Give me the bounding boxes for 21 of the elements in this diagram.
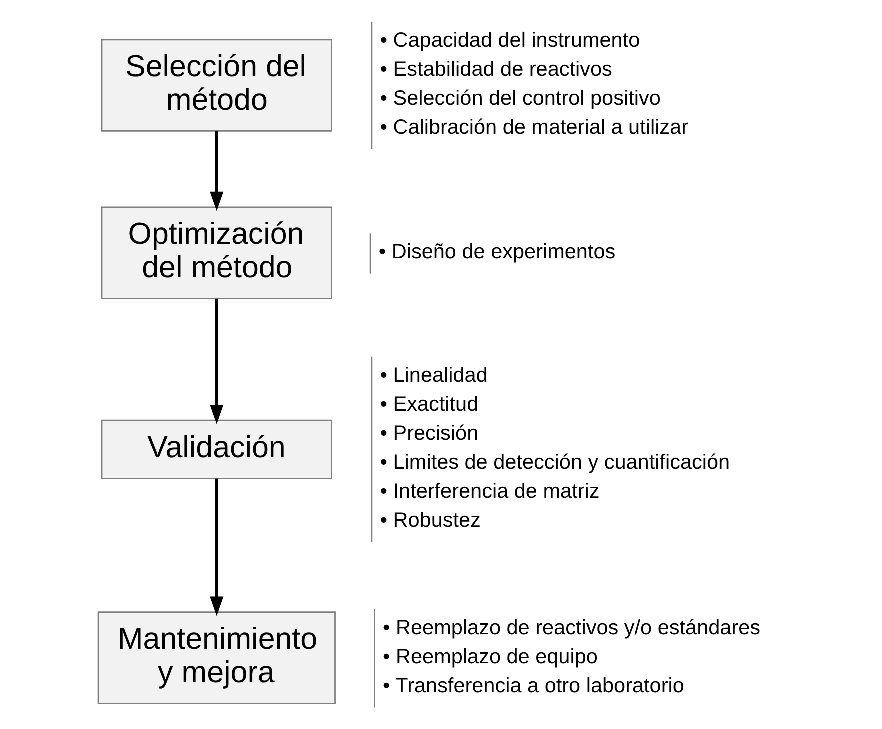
arrow <box>210 132 224 212</box>
node-box: Mantenimiento y mejora <box>97 612 336 704</box>
node-box: Optimización del método <box>100 206 332 300</box>
node-label: • Reemplazo de equipo <box>382 646 598 669</box>
node-label: • Reemplazo de reactivos y/o estándares <box>382 616 760 640</box>
arrow <box>210 478 224 616</box>
node-label: • Robustez <box>380 509 480 532</box>
node-label: • Interferencia de matriz <box>380 480 600 504</box>
node-label: • Precisión <box>380 422 478 445</box>
node-label: • Capacidad del instrumento <box>380 28 640 52</box>
node-label: • Linealidad <box>380 364 488 387</box>
node-box: Selección del método <box>100 39 332 132</box>
node-label: • Calibración de material a utilizar <box>380 116 688 140</box>
node-label: • Limites de detección y cuantificación <box>380 451 730 474</box>
node-label: • Exactitud <box>380 392 478 416</box>
arrow <box>210 298 224 424</box>
node-box: Validación <box>100 420 332 480</box>
node-label: • Selección del control positivo <box>380 86 660 110</box>
node-label: • Transferencia a otro laboratorio <box>382 674 684 698</box>
node-label: • Estabilidad de reactivos <box>380 58 612 81</box>
node-label: • Diseño de experimentos <box>378 240 616 264</box>
